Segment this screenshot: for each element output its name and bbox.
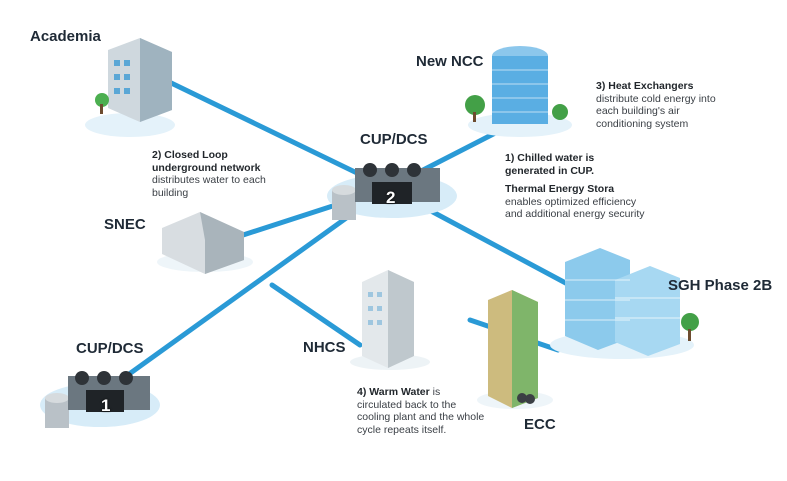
note-thermal-storage-text: enables optimized efficiency and additio… [505, 195, 645, 221]
label-ecc: ECC [524, 416, 556, 433]
label-new-ncc: New NCC [416, 53, 484, 70]
label-sgh: SGH Phase 2B [668, 277, 773, 294]
academia-building-icon [85, 38, 175, 137]
pipe-nhcs [269, 282, 363, 348]
sgh-building-icon [550, 248, 699, 359]
note-heat-exchangers: 3) Heat Exchangers distribute cold energ… [596, 80, 736, 130]
nhcs-building-icon [350, 270, 430, 370]
note-chilled-water-title: 1) Chilled water is generated in CUP. [505, 152, 595, 177]
label-snec: SNEC [104, 216, 146, 233]
note-warm-water-text: is circulated back to the cooling plant … [357, 386, 485, 436]
snec-building-icon [157, 212, 253, 274]
note-heat-exchangers-title: 3) Heat Exchangers [596, 80, 694, 92]
new-ncc-building-icon [465, 46, 572, 137]
note-closed-loop-title: 2) Closed Loop underground network [152, 149, 261, 174]
note-closed-loop: 2) Closed Loop underground network distr… [152, 149, 292, 199]
label-cup-bottom: CUP/DCS [76, 340, 144, 357]
ecc-building-icon [477, 290, 553, 409]
note-closed-loop-text: distributes water to each building [152, 174, 266, 199]
note-chilled-water: 1) Chilled water is generated in CUP. Th… [505, 152, 645, 221]
pipe-academia [162, 77, 391, 191]
pipe-cup-bottom [97, 185, 391, 398]
note-warm-water: 4) Warm Water is circulated back to the … [357, 386, 487, 436]
marker-plant-top: 2 [386, 188, 396, 207]
marker-plant-bottom: 1 [101, 396, 111, 415]
cup-plant-bottom-icon [40, 371, 160, 428]
label-nhcs: NHCS [303, 339, 346, 356]
note-thermal-storage-title: Thermal Energy Stora [505, 183, 615, 195]
cup-plant-top-icon [327, 163, 457, 220]
label-academia: Academia [30, 28, 101, 45]
note-heat-exchangers-text: distribute cold energy into each buildin… [596, 92, 716, 130]
label-cup-top: CUP/DCS [360, 131, 428, 148]
note-warm-water-title: 4) Warm Water [357, 386, 430, 398]
